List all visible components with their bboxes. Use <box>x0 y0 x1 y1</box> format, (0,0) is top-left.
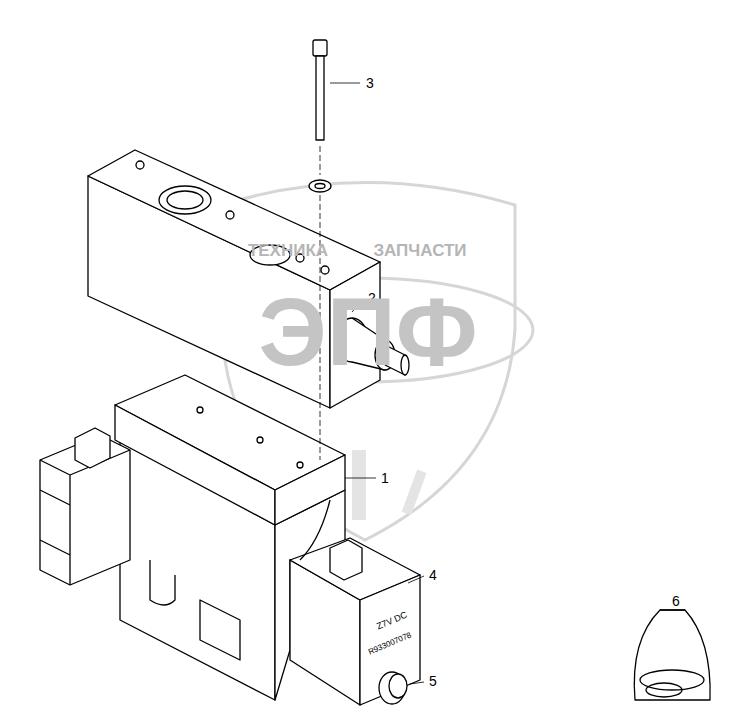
leader-line <box>410 682 424 684</box>
bolt-shank <box>316 56 324 140</box>
parts-bag <box>634 610 710 700</box>
bolt-head <box>313 40 327 56</box>
block-top <box>88 150 380 290</box>
washer <box>309 180 331 192</box>
leader-line <box>676 610 677 611</box>
callout-number: 6 <box>672 594 680 608</box>
watermark-text: ТЕХНИКА <box>248 242 328 259</box>
watermark-text: ЗАПЧАСТИ <box>373 242 466 259</box>
leader-line <box>345 478 376 479</box>
callout-number: 4 <box>429 568 437 582</box>
callout-number: 5 <box>429 674 437 688</box>
watermark-logo: ЭПФ <box>258 284 477 380</box>
leader-line <box>330 83 360 84</box>
leader-line <box>408 576 424 583</box>
callout-number: 1 <box>381 471 389 485</box>
callout-number: 3 <box>366 76 374 90</box>
